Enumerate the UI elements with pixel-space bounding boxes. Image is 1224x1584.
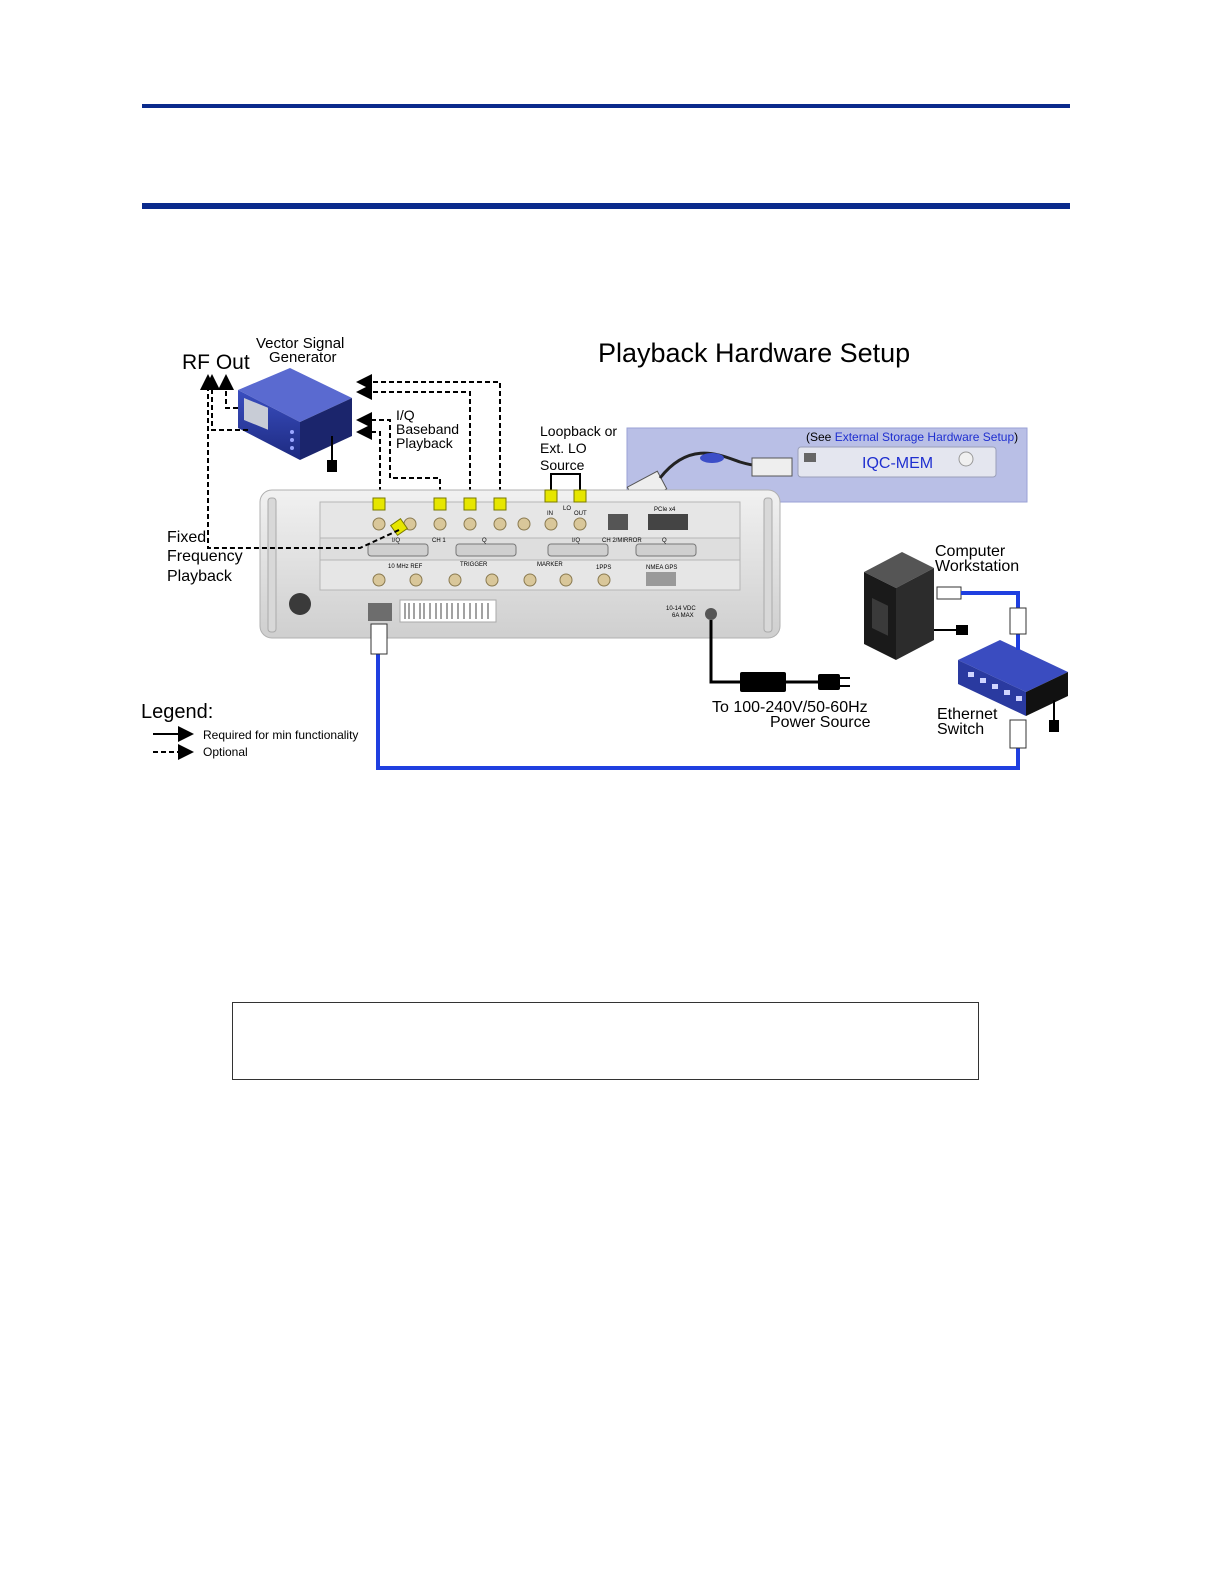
vsg-label-line2: Generator: [269, 349, 337, 366]
panel-dc-label-line2: 6A MAX: [672, 613, 694, 619]
computer-label-line2: Workstation: [935, 558, 1019, 575]
analyzer-chassis: CH 1 CH 2/MIRROR I/Q Q I/Q Q LO IN OUT P…: [260, 490, 780, 638]
switch-plug: [1049, 720, 1059, 732]
computer-ethernet-plug: [937, 587, 961, 599]
iq-label-line3: Playback: [396, 435, 454, 451]
panel-q1-label: Q: [482, 538, 487, 544]
see-storage-note: (See External Storage Hardware Setup): [806, 430, 1018, 444]
legend-optional-label: Optional: [203, 745, 248, 759]
panel-dc-label-line1: 10-14 VDC: [666, 606, 696, 612]
loopback-label-line3: Source: [540, 457, 585, 473]
legend-required-label: Required for min functionality: [203, 728, 358, 742]
panel-ch1-label: CH 1: [432, 538, 446, 544]
fixed-label-line3: Playback: [167, 568, 233, 585]
panel-q2-label: Q: [662, 538, 667, 544]
computer-workstation: [864, 552, 934, 660]
power-label-line2: Power Source: [770, 714, 871, 731]
note-box: [232, 1002, 979, 1080]
ethernet-switch: [958, 640, 1068, 716]
legend-title: Legend:: [141, 701, 213, 723]
computer-plug: [956, 625, 968, 635]
vsg-plug: [327, 460, 337, 472]
loopback-label-line1: Loopback or: [540, 423, 617, 439]
panel-iq2-label: I/Q: [572, 538, 580, 544]
panel-ref-label: 10 MHz REF: [388, 564, 423, 570]
playback-hardware-diagram: Playback Hardware Setup (See External St…: [0, 0, 1224, 800]
panel-nmea-label: NMEA GPS: [646, 565, 677, 571]
panel-ch2-label: CH 2/MIRROR: [602, 538, 642, 544]
panel-in-label: IN: [547, 511, 553, 517]
switch-uplink-plug-top: [1010, 608, 1026, 634]
iqc-mem-label: IQC-MEM: [862, 455, 933, 472]
fixed-label-line1: Fixed: [167, 529, 206, 546]
chassis-ethernet-plug: [371, 624, 387, 654]
diagram-title: Playback Hardware Setup: [598, 338, 910, 368]
rf-out-arrow-1: [226, 378, 238, 408]
panel-lo-label: LO: [563, 506, 571, 512]
loopback-label-line2: Ext. LO: [540, 440, 587, 456]
rf-out-label: RF Out: [182, 351, 250, 374]
panel-1pps-label: 1PPS: [596, 565, 611, 571]
ethernet-label-line2: Switch: [937, 721, 984, 738]
panel-iq1-label: I/Q: [392, 538, 400, 544]
panel-trigger-label: TRIGGER: [460, 562, 488, 568]
panel-pcie-label: PCIe x4: [654, 507, 676, 513]
vector-signal-generator: [238, 368, 352, 460]
panel-out-label: OUT: [574, 511, 587, 517]
switch-uplink-plug-bottom: [1010, 720, 1026, 748]
panel-marker-label: MARKER: [537, 562, 563, 568]
external-storage-link[interactable]: External Storage Hardware Setup: [835, 430, 1015, 444]
iqc-mem-unit: IQC-MEM: [798, 447, 996, 477]
fixed-label-line2: Frequency: [167, 548, 243, 565]
